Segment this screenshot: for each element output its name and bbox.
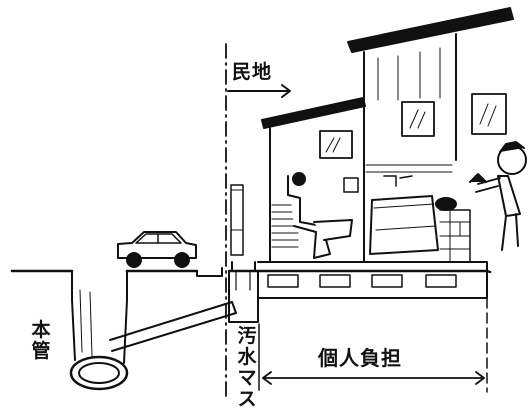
owner-burden-dimension bbox=[258, 297, 488, 393]
sewage-basin-label: 汚 水 マ ス bbox=[237, 325, 257, 410]
owner-burden-label: 個人負担 bbox=[318, 346, 402, 370]
connection-pipe bbox=[109, 301, 237, 352]
road-gutter bbox=[196, 267, 223, 277]
main-pipe bbox=[69, 270, 129, 391]
ground-line bbox=[10, 269, 492, 274]
car bbox=[117, 231, 197, 268]
sewage-basin bbox=[228, 184, 259, 323]
person bbox=[469, 141, 527, 251]
private-land-arrow bbox=[227, 84, 291, 98]
private-land-label: 民地 bbox=[232, 61, 273, 83]
house bbox=[257, 7, 514, 299]
main-pipe-label: 本 管 bbox=[31, 319, 51, 362]
